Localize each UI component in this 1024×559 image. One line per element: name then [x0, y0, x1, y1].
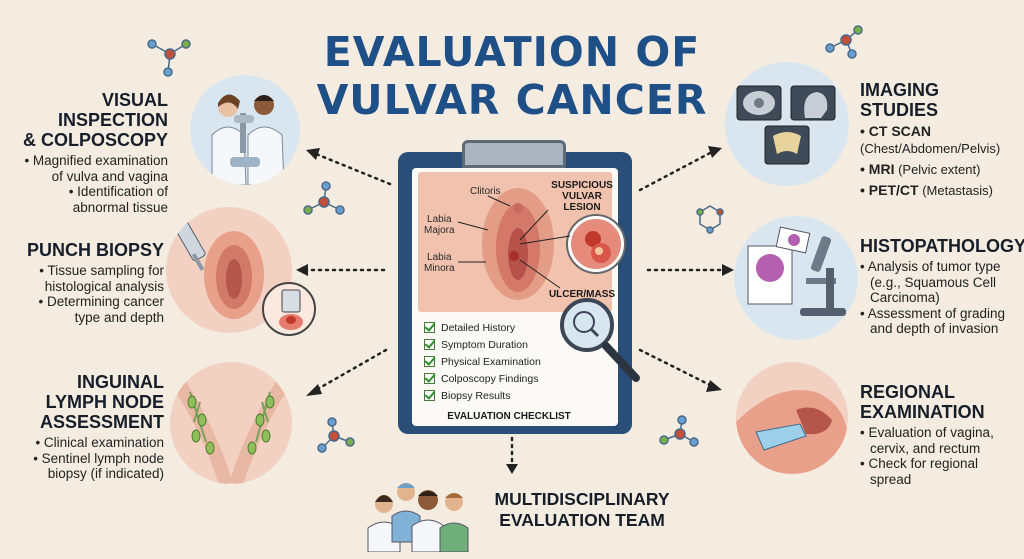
- section-heading: PUNCH BIOPSY: [26, 240, 164, 260]
- checklist-item: Detailed History: [424, 322, 515, 334]
- clipboard-clip: [462, 140, 566, 168]
- label-ulcer-mass: ULCER/MASS: [548, 289, 616, 300]
- checklist-item: Colposcopy Findings: [424, 373, 538, 385]
- section-heading: IMAGING STUDIES: [860, 80, 939, 120]
- lesion-zoom-icon: [568, 216, 624, 272]
- label-clitoris: Clitoris: [470, 186, 501, 197]
- section-bullets: • Evaluation of vagina, cervix, and rect…: [860, 425, 994, 487]
- molecule-icon: [825, 25, 863, 59]
- page-title: EVALUATION OF VULVAR CANCER: [316, 28, 708, 124]
- section-imaging: IMAGING STUDIES • CT SCAN (Chest/Abdomen…: [860, 80, 1020, 199]
- section-visual-inspection: VISUAL INSPECTION & COLPOSCOPY • Magnifi…: [8, 90, 168, 215]
- section-bullets: • Tissue sampling for histological analy…: [38, 263, 164, 325]
- biopsy-zoom-icon: [262, 282, 316, 336]
- magnifier-icon: [560, 298, 614, 352]
- section-bullets: • Clinical examination • Sentinel lymph …: [33, 435, 164, 481]
- molecule-icon: [303, 181, 345, 215]
- section-heading: VISUAL INSPECTION & COLPOSCOPY: [22, 90, 168, 150]
- colposcopy-illustration: [190, 75, 300, 185]
- checklist-title: EVALUATION CHECKLIST: [447, 411, 571, 422]
- section-bullets: • Analysis of tumor type (e.g., Squamous…: [860, 259, 1006, 336]
- section-bullets: • CT SCAN (Chest/Abdomen/Pelvis) • MRI (…: [860, 123, 1001, 198]
- checkbox-checked-icon: [424, 322, 435, 333]
- label-suspicious-lesion: SUSPICIOUS VULVAR LESION: [551, 180, 613, 213]
- arrow-imaging: [638, 150, 714, 192]
- arrow-visual-inspection: [314, 152, 392, 186]
- section-regional: REGIONAL EXAMINATION • Evaluation of vag…: [860, 382, 1020, 487]
- label-labia-minora: Labia Minora: [424, 252, 455, 274]
- imaging-illustration: [725, 62, 849, 186]
- checklist-item: Physical Examination: [424, 356, 541, 368]
- team-title: MULTIDISCIPLINARY EVALUATION TEAM: [494, 489, 670, 530]
- section-heading: INGUINAL LYMPH NODE ASSESSMENT: [39, 372, 164, 432]
- checklist-item: Biopsy Results: [424, 390, 510, 402]
- section-histopathology: HISTOPATHOLOGY • Analysis of tumor type …: [860, 236, 1024, 337]
- section-inguinal: INGUINAL LYMPH NODE ASSESSMENT • Clinica…: [8, 372, 164, 482]
- regional-exam-illustration: [736, 362, 848, 474]
- section-bullets: • Magnified examination of vulva and vag…: [24, 153, 168, 215]
- checklist-item: Symptom Duration: [424, 339, 528, 351]
- molecule-icon: [696, 205, 724, 234]
- molecule-icon: [659, 415, 699, 447]
- checkbox-checked-icon: [424, 356, 435, 367]
- anatomy-panel: [418, 172, 612, 312]
- section-punch-biopsy: PUNCH BIOPSY • Tissue sampling for histo…: [8, 240, 164, 325]
- molecule-icon: [317, 417, 355, 453]
- team-illustration: [362, 472, 482, 553]
- arrow-regional: [638, 348, 714, 388]
- checkbox-checked-icon: [424, 339, 435, 350]
- checkbox-checked-icon: [424, 373, 435, 384]
- section-heading: REGIONAL EXAMINATION: [860, 382, 985, 422]
- lymph-node-illustration: [170, 362, 292, 484]
- label-labia-majora: Labia Majora: [424, 214, 455, 236]
- histopathology-illustration: [734, 216, 858, 340]
- section-heading: HISTOPATHOLOGY: [860, 236, 1024, 256]
- molecule-icon: [147, 39, 191, 77]
- checkbox-checked-icon: [424, 390, 435, 401]
- arrow-inguinal: [314, 348, 388, 392]
